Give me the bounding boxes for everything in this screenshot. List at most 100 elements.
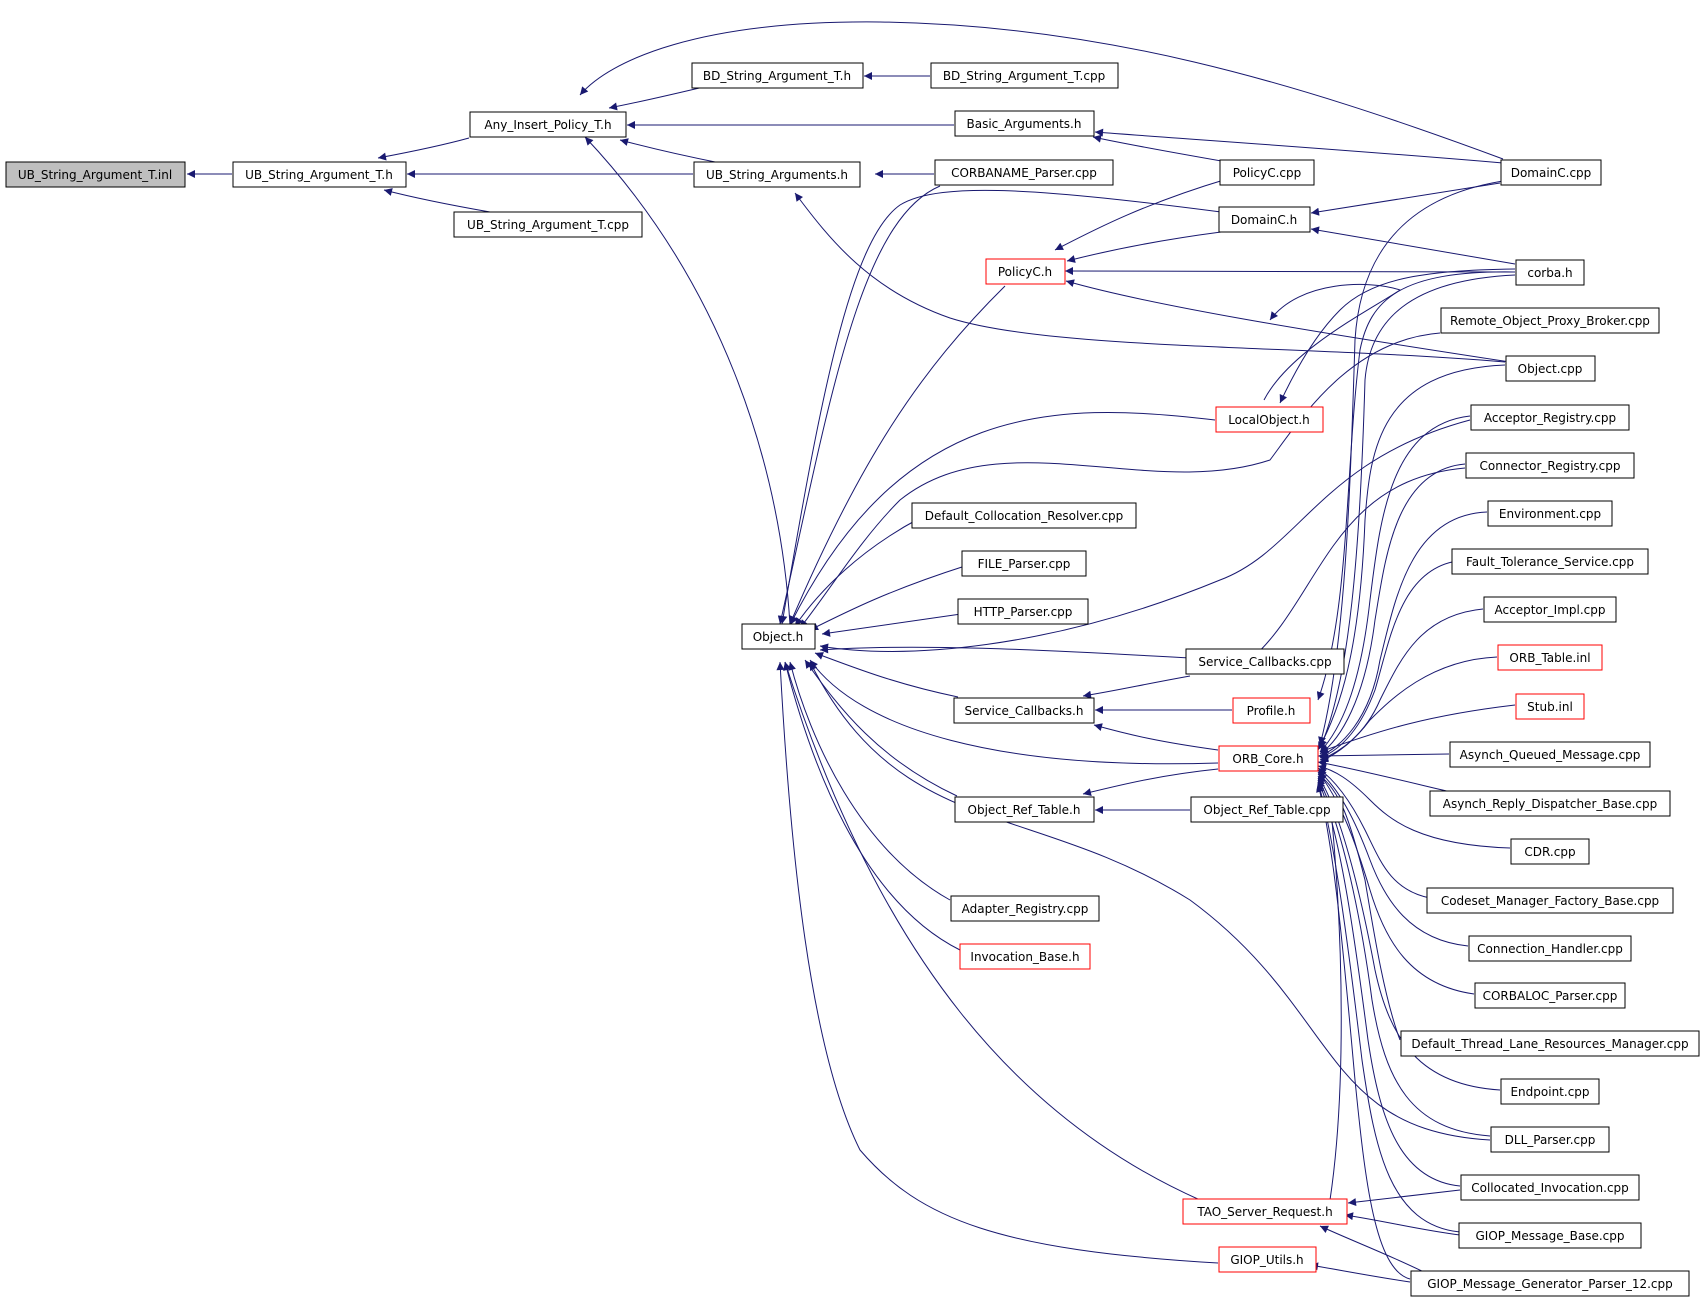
node-label: Profile.h — [1247, 704, 1296, 718]
node-codeset-manager-factory-base-cpp[interactable]: Codeset_Manager_Factory_Base.cpp — [1426, 887, 1674, 914]
node-collocated-invocation-cpp[interactable]: Collocated_Invocation.cpp — [1460, 1174, 1640, 1201]
node-bd-string-argument-h[interactable]: BD_String_Argument_T.h — [691, 62, 864, 89]
node-asynch-queued-message-cpp[interactable]: Asynch_Queued_Message.cpp — [1449, 741, 1651, 768]
node-giop-message-generator-parser-12-cpp[interactable]: GIOP_Message_Generator_Parser_12.cpp — [1410, 1270, 1690, 1297]
node-layer: UB_String_Argument_T.inl UB_String_Argum… — [5, 62, 1700, 1297]
node-adapter-registry-cpp[interactable]: Adapter_Registry.cpp — [950, 895, 1100, 922]
node-label: DomainC.h — [1231, 213, 1297, 227]
edge-cdr-orb_core — [1317, 763, 1511, 849]
edge-corba_h-localobject — [1279, 268, 1516, 404]
node-stub-inl[interactable]: Stub.inl — [1515, 693, 1585, 720]
node-ub-string-argument-inl[interactable]: UB_String_Argument_T.inl — [5, 161, 186, 188]
node-label: ORB_Core.h — [1232, 752, 1303, 766]
edge-domainc_h-domainc_cpp — [1310, 182, 1501, 216]
edge-service_cb_h-object_h — [814, 652, 959, 698]
node-asynch-reply-dispatcher-base-cpp[interactable]: Asynch_Reply_Dispatcher_Base.cpp — [1429, 790, 1671, 817]
edge-orb_table-orb_core — [1319, 656, 1498, 763]
edge-corba_h-policyc_h — [1064, 267, 1516, 276]
node-profile-h[interactable]: Profile.h — [1232, 697, 1311, 724]
node-environment-cpp[interactable]: Environment.cpp — [1487, 500, 1613, 527]
node-label: TAO_Server_Request.h — [1196, 1205, 1332, 1219]
edge-acceptor_reg-orb_core — [1319, 415, 1471, 753]
node-orb-table-inl[interactable]: ORB_Table.inl — [1497, 644, 1603, 671]
node-default-collocation-resolver-cpp[interactable]: Default_Collocation_Resolver.cpp — [911, 502, 1137, 529]
node-remote-object-proxy-broker-cpp[interactable]: Remote_Object_Proxy_Broker.cpp — [1440, 307, 1660, 334]
node-any-insert-policy-h[interactable]: Any_Insert_Policy_T.h — [469, 111, 627, 138]
node-label: Codeset_Manager_Factory_Base.cpp — [1441, 894, 1659, 908]
node-label: Object_Ref_Table.cpp — [1203, 803, 1330, 817]
edge-giop_utils-object_h — [776, 661, 1219, 1264]
node-object-h[interactable]: Object.h — [741, 623, 816, 650]
edge-dll_parser-object_h — [809, 661, 1491, 1141]
edge-domainc_h-policyc_h — [1066, 231, 1222, 263]
edge-file_parser-object_h — [809, 565, 966, 631]
node-acceptor-registry-cpp[interactable]: Acceptor_Registry.cpp — [1470, 404, 1630, 431]
node-ub-string-argument-cpp[interactable]: UB_String_Argument_T.cpp — [453, 211, 643, 238]
node-bd-string-argument-cpp[interactable]: BD_String_Argument_T.cpp — [930, 62, 1119, 89]
node-label: Adapter_Registry.cpp — [962, 902, 1089, 916]
node-corbaloc-parser-cpp[interactable]: CORBALOC_Parser.cpp — [1474, 982, 1626, 1009]
node-object-cpp[interactable]: Object.cpp — [1505, 355, 1596, 382]
edge-ub_args-any_insert — [619, 138, 721, 164]
node-giop-message-base-cpp[interactable]: GIOP_Message_Base.cpp — [1458, 1222, 1642, 1249]
node-giop-utils-h[interactable]: GIOP_Utils.h — [1218, 1246, 1317, 1273]
node-corba-h[interactable]: corba.h — [1515, 259, 1585, 286]
node-ub-string-argument-h[interactable]: UB_String_Argument_T.h — [232, 161, 407, 188]
node-label: Object_Ref_Table.h — [968, 803, 1081, 817]
node-label: Connection_Handler.cpp — [1477, 942, 1623, 956]
node-dll-parser-cpp[interactable]: DLL_Parser.cpp — [1490, 1126, 1610, 1153]
node-label: GIOP_Message_Generator_Parser_12.cpp — [1427, 1277, 1673, 1291]
node-label: Object.h — [753, 630, 804, 644]
edge-corba_h-domainc_h — [1310, 226, 1516, 265]
node-label: UB_String_Arguments.h — [706, 168, 848, 182]
node-ub-string-arguments-h[interactable]: UB_String_Arguments.h — [693, 161, 861, 188]
node-connection-handler-cpp[interactable]: Connection_Handler.cpp — [1468, 935, 1632, 962]
node-object-ref-table-cpp[interactable]: Object_Ref_Table.cpp — [1190, 796, 1344, 823]
edge-codeset-orb_core — [1317, 767, 1431, 899]
node-label: Collocated_Invocation.cpp — [1471, 1181, 1629, 1195]
node-policyc-h[interactable]: PolicyC.h — [985, 258, 1066, 285]
edge-domainc_cpp-any_insert — [579, 21, 1504, 160]
node-label: LocalObject.h — [1228, 413, 1310, 427]
node-tao-server-request-h[interactable]: TAO_Server_Request.h — [1182, 1198, 1348, 1225]
node-label: BD_String_Argument_T.h — [703, 69, 851, 83]
node-invocation-base-h[interactable]: Invocation_Base.h — [959, 943, 1091, 970]
edge-invocation_base-object_h — [783, 661, 961, 951]
node-object-ref-table-h[interactable]: Object_Ref_Table.h — [954, 796, 1095, 823]
node-label: Acceptor_Registry.cpp — [1484, 411, 1616, 425]
node-policyc-cpp[interactable]: PolicyC.cpp — [1219, 159, 1315, 186]
node-label: Asynch_Reply_Dispatcher_Base.cpp — [1443, 797, 1658, 811]
node-label: Basic_Arguments.h — [967, 117, 1082, 131]
node-file-parser-cpp[interactable]: FILE_Parser.cpp — [961, 550, 1087, 577]
node-domainc-cpp[interactable]: DomainC.cpp — [1500, 159, 1602, 186]
node-cdr-cpp[interactable]: CDR.cpp — [1510, 838, 1590, 865]
edge-giop_msg_base-tao_server_req — [1344, 1212, 1461, 1236]
node-label: Endpoint.cpp — [1510, 1085, 1589, 1099]
node-domainc-h[interactable]: DomainC.h — [1218, 206, 1311, 233]
node-label: DomainC.cpp — [1511, 166, 1592, 180]
edge-stub_inl-orb_core — [1319, 704, 1516, 754]
node-default-thread-lane-resources-manager-cpp[interactable]: Default_Thread_Lane_Resources_Manager.cp… — [1400, 1030, 1700, 1057]
node-http-parser-cpp[interactable]: HTTP_Parser.cpp — [957, 598, 1089, 625]
edge-domainc_cpp-basic_args — [1094, 128, 1504, 164]
node-corbaname-parser-cpp[interactable]: CORBANAME_Parser.cpp — [934, 159, 1114, 186]
edge-environment-orb_core — [1319, 511, 1488, 757]
node-localobject-h[interactable]: LocalObject.h — [1215, 406, 1324, 433]
node-connector-registry-cpp[interactable]: Connector_Registry.cpp — [1465, 452, 1635, 479]
edge-acceptor_reg-object_h — [819, 419, 1471, 652]
node-label: HTTP_Parser.cpp — [974, 605, 1073, 619]
node-acceptor-impl-cpp[interactable]: Acceptor_Impl.cpp — [1483, 596, 1617, 623]
node-label: Object.cpp — [1518, 362, 1583, 376]
node-service-callbacks-h[interactable]: Service_Callbacks.h — [953, 697, 1095, 724]
node-fault-tolerance-service-cpp[interactable]: Fault_Tolerance_Service.cpp — [1451, 548, 1649, 575]
node-orb-core-h[interactable]: ORB_Core.h — [1218, 745, 1319, 772]
node-basic-arguments-h[interactable]: Basic_Arguments.h — [954, 110, 1095, 137]
node-label: Service_Callbacks.h — [965, 704, 1084, 718]
edge-remote-object_h — [799, 332, 1441, 629]
edge-domainc_cpp-object_h — [779, 189, 1222, 625]
node-service-callbacks-cpp[interactable]: Service_Callbacks.cpp — [1185, 648, 1345, 675]
node-label: Invocation_Base.h — [970, 950, 1079, 964]
edge-service_cb_cpp-service_cb_h — [1082, 675, 1191, 699]
node-endpoint-cpp[interactable]: Endpoint.cpp — [1500, 1078, 1600, 1105]
